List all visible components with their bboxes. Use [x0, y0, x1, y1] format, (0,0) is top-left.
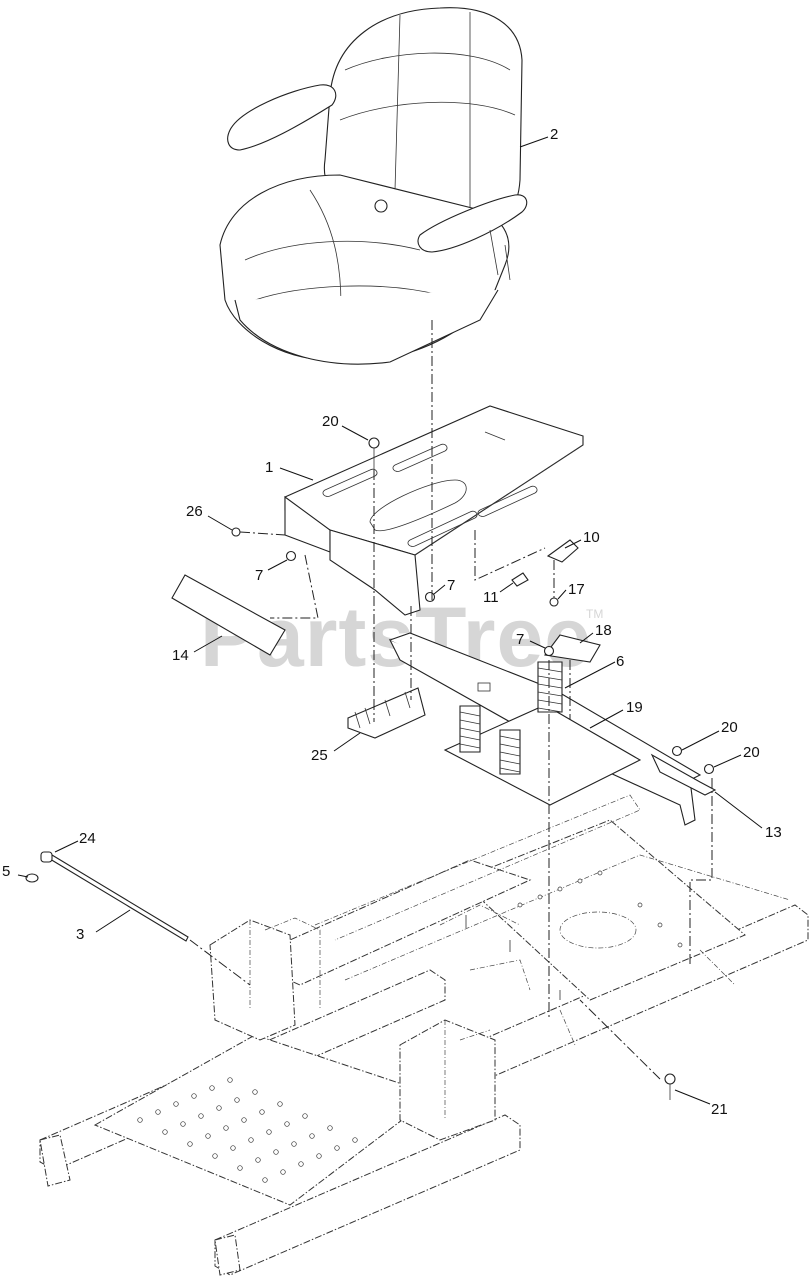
callout-5: 5 — [2, 863, 10, 880]
callout-7-spring: 7 — [516, 631, 524, 648]
callout-20-top: 20 — [322, 413, 339, 430]
callout-6: 6 — [616, 653, 624, 670]
callout-14: 14 — [172, 647, 189, 664]
callout-1: 1 — [265, 459, 273, 476]
callout-11: 11 — [483, 589, 499, 606]
spring-part-6-lower-left — [459, 705, 481, 753]
mower-frame — [39, 794, 809, 1276]
frame-hole-pattern — [137, 870, 683, 1183]
callout-7-right: 7 — [447, 577, 455, 594]
decal-part-18 — [544, 634, 601, 663]
callout-24: 24 — [79, 830, 96, 847]
callout-2: 2 — [550, 126, 558, 143]
callout-18: 18 — [595, 622, 612, 639]
pivot-rod-part-3 — [49, 854, 189, 942]
callout-leader-lines — [17, 136, 763, 1105]
seat-bracket-part-25 — [347, 687, 426, 739]
bolt-part-20-right-a — [671, 745, 683, 757]
callout-20-right-a: 20 — [721, 719, 738, 736]
bolt-part-21 — [664, 1073, 676, 1100]
callout-13: 13 — [765, 824, 782, 841]
nut-part-17 — [549, 597, 559, 607]
bolt-part-20-top — [368, 437, 380, 470]
bracket-part-13 — [650, 753, 717, 796]
clip-part-11 — [511, 572, 529, 587]
callout-labels: 2 1 20 26 7 7 10 11 17 14 7 18 6 19 25 2… — [2, 126, 782, 1118]
spring-part-6-lower-right — [499, 729, 521, 775]
callout-7-left: 7 — [255, 567, 263, 584]
callout-19: 19 — [626, 699, 643, 716]
nut-part-7-spring — [543, 645, 555, 657]
callout-25: 25 — [311, 747, 328, 764]
callout-3: 3 — [76, 926, 84, 943]
callout-10: 10 — [583, 529, 600, 546]
bolt-part-20-right-b — [703, 763, 715, 775]
callout-20-right-b: 20 — [743, 744, 760, 761]
spring-part-6 — [537, 661, 563, 713]
callout-21: 21 — [711, 1101, 728, 1118]
seat-part-2 — [219, 7, 528, 365]
watermark-trademark: TM — [586, 607, 603, 621]
nut-part-7-left — [285, 550, 297, 562]
pin-part-5 — [25, 873, 39, 883]
seat-pan-part-1 — [284, 405, 584, 616]
bushing-part-24 — [40, 851, 53, 863]
callout-17: 17 — [568, 581, 585, 598]
bolt-part-26 — [231, 527, 241, 537]
assembly-phantom-lines — [189, 320, 713, 1080]
nut-part-7-right — [424, 591, 436, 603]
decal-part-14 — [171, 574, 286, 656]
callout-26: 26 — [186, 503, 203, 520]
